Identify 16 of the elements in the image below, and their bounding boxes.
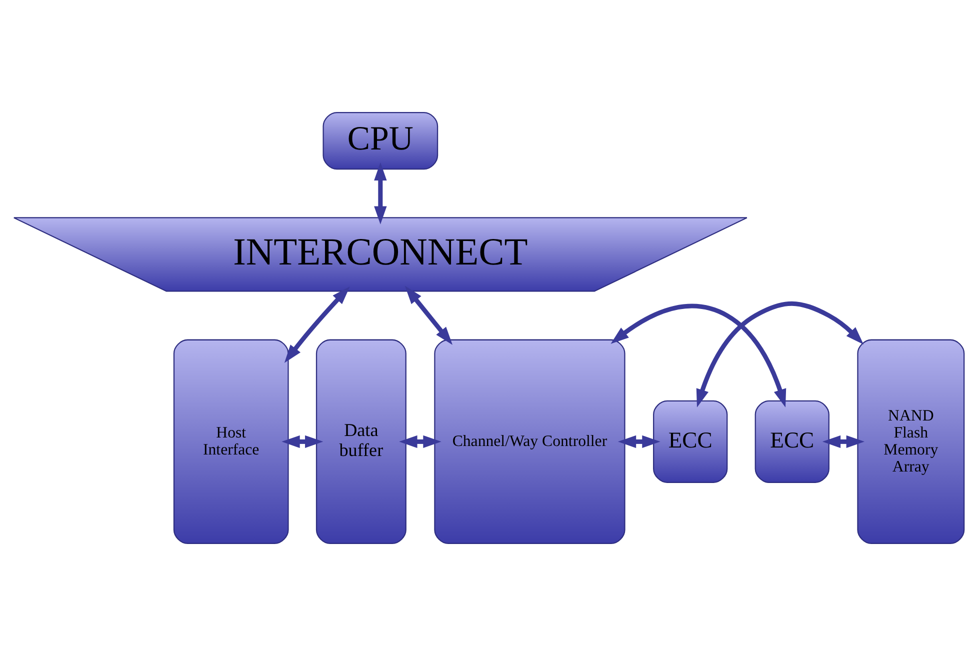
arrow	[404, 286, 452, 345]
node-box: NAND Flash Memory Array	[856, 339, 964, 544]
arrow	[822, 435, 864, 448]
node-box: ECC	[652, 400, 728, 483]
node-box: ECC	[754, 400, 829, 483]
node-box: Channel/Way Controller	[434, 339, 625, 544]
node-box: CPU	[322, 112, 438, 170]
node-box: Host Interface	[172, 339, 288, 544]
arrow	[610, 304, 786, 408]
arrow	[374, 162, 386, 224]
arrow	[398, 435, 441, 448]
node-box: Data buffer	[315, 339, 406, 544]
arrow	[617, 435, 660, 448]
arrow	[284, 286, 350, 363]
arrow	[696, 301, 864, 408]
arrow	[281, 435, 323, 448]
